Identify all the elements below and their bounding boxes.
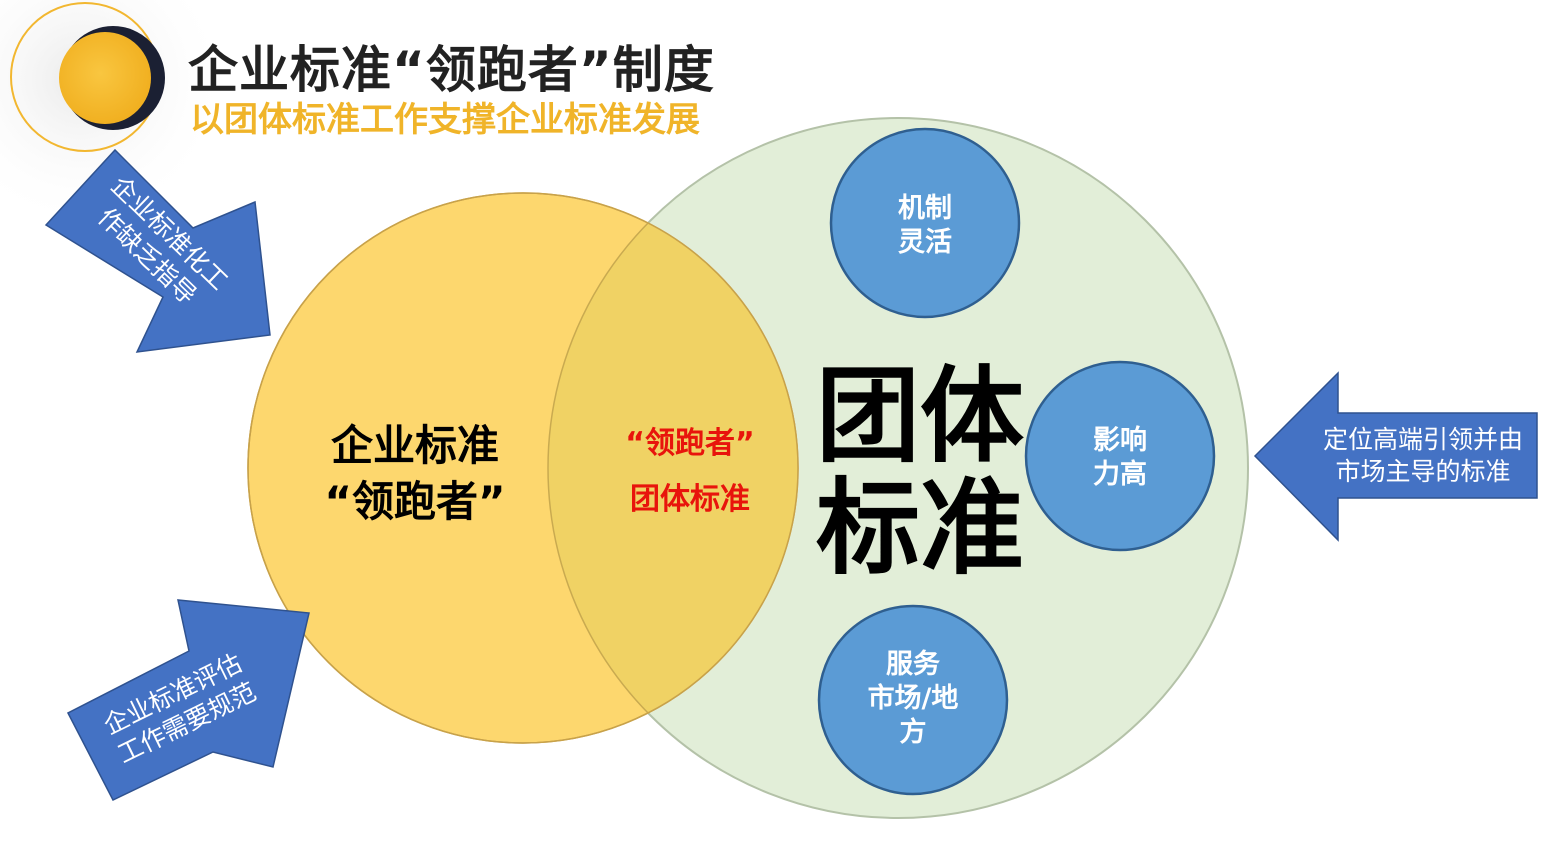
arrow-right-text: 定位高端引领并由 市场主导的标准: [1318, 424, 1528, 488]
mechanism-circle: [829, 127, 1021, 319]
service-circle: [817, 604, 1009, 796]
arrow-right-line1: 定位高端引领并由: [1322, 425, 1523, 454]
overlap-outline: [547, 193, 798, 743]
overlap-label-line1: “领跑者”: [625, 426, 755, 461]
group-label-line2: 标准: [815, 467, 1024, 589]
service-label-line3: 方: [899, 717, 927, 748]
arrow-right-line2: 市场主导的标准: [1335, 457, 1511, 486]
enterprise-label-line1: 企业标准: [330, 421, 499, 470]
arrow-right: [1253, 371, 1538, 542]
group-label-line1: 团体: [815, 355, 1024, 477]
influence-label-line1: 影响: [1093, 425, 1147, 456]
logo-sun: [59, 32, 151, 124]
service-label-line1: 服务: [886, 649, 940, 680]
influence-label-line2: 力高: [1093, 459, 1147, 490]
page-title: 企业标准“领跑者”制度: [188, 41, 715, 99]
overlap-label-line2: 团体标准: [630, 482, 750, 517]
enterprise-outline: [247, 192, 799, 744]
arrow-top-left: [44, 148, 271, 353]
enterprise-standard-label: 企业标准 “领跑者”: [250, 418, 580, 530]
mechanism-label-line2: 灵活: [898, 227, 952, 258]
influence-label: 影响 力高: [1040, 424, 1200, 492]
page-subtitle: 以团体标准工作支撑企业标准发展: [190, 100, 700, 140]
mechanism-label-line1: 机制: [898, 193, 952, 224]
influence-circle: [1024, 360, 1216, 552]
arrow-bottom-left: [66, 599, 310, 801]
venn-overlap: [548, 193, 798, 743]
overlap-label: “领跑者” 团体标准: [560, 416, 820, 528]
mechanism-label: 机制 灵活: [845, 192, 1005, 260]
service-label-line2: 市场/地: [867, 683, 959, 714]
logo: [0, 0, 230, 230]
enterprise-label-line2: “领跑者”: [324, 477, 506, 526]
service-label: 服务 市场/地 方: [833, 648, 993, 750]
group-standard-label: 团体 标准: [800, 360, 1040, 584]
